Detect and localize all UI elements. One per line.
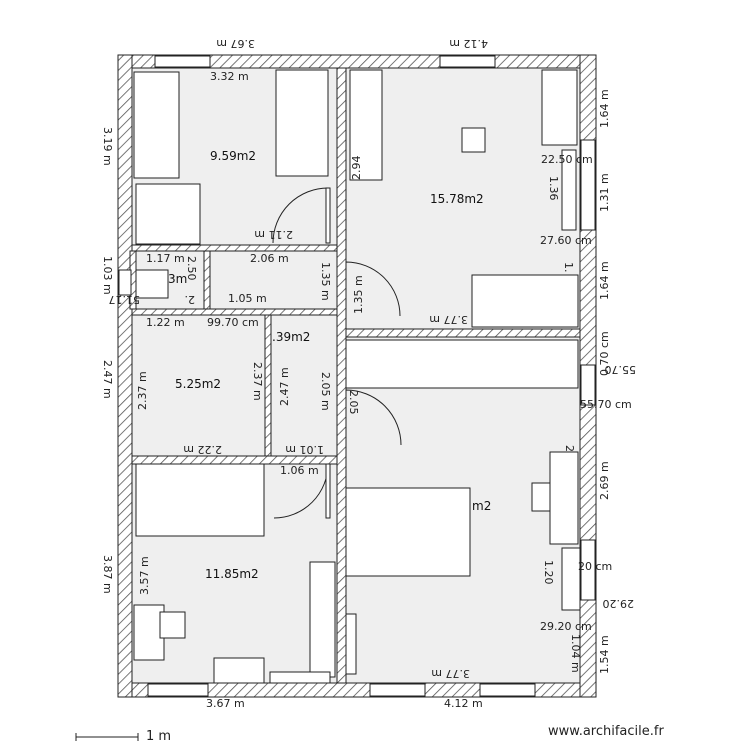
dim-right: 0.70 cm bbox=[598, 331, 611, 376]
dim-inner: 99.70 cm bbox=[207, 316, 259, 329]
dim-inner: 3.77 m bbox=[429, 313, 468, 326]
dim-right: 1.64 m bbox=[598, 261, 611, 300]
dim-inner: 3.32 m bbox=[210, 70, 249, 83]
dim-inner: 2.22 m bbox=[183, 443, 222, 456]
area-label: 9.59m2 bbox=[210, 149, 256, 163]
doors bbox=[272, 187, 402, 519]
dim-left: 2.47 m bbox=[101, 360, 114, 399]
dim-inner: 2.05 bbox=[347, 390, 360, 415]
dim-inner: 1.01 m bbox=[285, 443, 324, 456]
dim-inner: 2.05 m bbox=[319, 372, 332, 411]
dim-inner: 2.94 bbox=[350, 156, 363, 181]
dim-inner: 29.20 bbox=[603, 597, 635, 610]
dim-bottom: 3.67 m bbox=[206, 697, 245, 710]
dim-inner: 3.57 m bbox=[138, 556, 151, 595]
furniture bbox=[133, 69, 581, 684]
dim-inner: 1.35 m bbox=[319, 262, 332, 301]
dim-inner: 2. bbox=[185, 293, 196, 306]
scale-label: 1 m bbox=[146, 729, 171, 744]
dim-inner: 1.06 m bbox=[280, 464, 319, 477]
area-label: 3m bbox=[168, 272, 187, 286]
dim-inner: 2.37 m bbox=[136, 371, 149, 410]
area-label: 11.85m2 bbox=[205, 567, 259, 581]
dim-inner: 1.05 m bbox=[228, 292, 267, 305]
dim-inner: 51.17 bbox=[109, 293, 141, 306]
area-label: m2 bbox=[472, 499, 491, 513]
dim-inner: 1.35 m bbox=[352, 275, 365, 314]
dim-inner: 1.17 m bbox=[146, 252, 185, 265]
dim-inner: 2.50 bbox=[185, 256, 198, 281]
dim-top: 4.12 m bbox=[449, 37, 488, 50]
dim-inner: 2.47 m bbox=[278, 367, 291, 406]
dim-left: 3.87 m bbox=[101, 555, 114, 594]
dim-inner: 55.70 cm bbox=[580, 398, 632, 411]
scale-bar bbox=[75, 733, 139, 741]
dim-inner: 27.60 cm bbox=[540, 234, 592, 247]
dim-inner: 1. bbox=[562, 262, 575, 273]
dim-inner: 22.50 cm bbox=[541, 153, 593, 166]
dim-inner: 2.06 m bbox=[250, 252, 289, 265]
dim-inner: 55.70 bbox=[605, 363, 637, 376]
dim-inner: 1.20 bbox=[542, 560, 555, 585]
dim-inner: 1.36 bbox=[547, 176, 560, 201]
dim-inner: 1.04 m bbox=[569, 634, 582, 673]
dim-top: 3.67 m bbox=[216, 37, 255, 50]
dim-right: 1.31 m bbox=[598, 173, 611, 212]
dim-bottom: 4.12 m bbox=[444, 697, 483, 710]
dim-inner: 2 bbox=[563, 445, 576, 452]
dim-inner: 29.20 cm bbox=[540, 620, 592, 633]
dim-left: 3.19 m bbox=[101, 127, 114, 166]
area-label: 5.25m2 bbox=[175, 377, 221, 391]
area-label: .39m2 bbox=[272, 330, 310, 344]
area-label: 15.78m2 bbox=[430, 192, 484, 206]
dim-right: 1.64 m bbox=[598, 89, 611, 128]
dim-right: 2.69 m bbox=[598, 461, 611, 500]
credit-text: www.archifacile.fr bbox=[548, 724, 664, 739]
dim-inner: 20 cm bbox=[578, 560, 612, 573]
windows bbox=[118, 55, 596, 697]
dim-inner: 3.77 m bbox=[431, 667, 470, 680]
dim-inner: 2.37 m bbox=[251, 362, 264, 401]
dim-left: 1.03 m bbox=[101, 256, 114, 295]
dim-inner: 1.22 m bbox=[146, 316, 185, 329]
interior-walls bbox=[129, 67, 581, 684]
dim-inner: 2.11 m bbox=[254, 228, 293, 241]
dim-right: 1.54 m bbox=[598, 635, 611, 674]
